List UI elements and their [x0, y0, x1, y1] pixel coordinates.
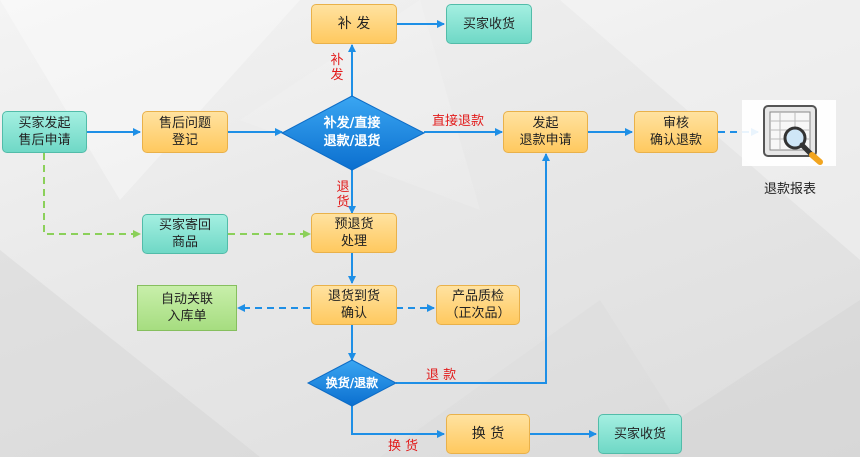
node-refund-request: 发起 退款申请: [503, 111, 588, 153]
node-buyer-return: 买家寄回 商品: [142, 214, 228, 254]
node-buyer-receive-bottom: 买家收货: [598, 414, 682, 454]
node-buyer-request: 买家发起 售后申请: [2, 111, 87, 153]
edge-request-to-buyer-return: [43, 153, 141, 238]
report-icon: [742, 100, 836, 166]
node-buyer-receive-top: 买家收货: [446, 4, 532, 44]
node-return-arrived: 退货到货 确认: [311, 285, 397, 325]
node-auto-link: 自动关联 入库单: [137, 285, 237, 331]
node-audit: 审核 确认退款: [634, 111, 718, 153]
edge-label-direct-refund: 直接退款: [432, 114, 485, 129]
edge-exchange-decision-to-exchange: [351, 405, 445, 438]
edge-label-reissue: 补 发: [330, 53, 344, 83]
edge-label-refund: 退 款: [426, 368, 457, 383]
node-quality-check: 产品质检 （正次品）: [436, 285, 520, 325]
decision-diamond-exchange: [306, 359, 398, 407]
decision-exchange-label: 换货/退款: [325, 376, 379, 390]
edge-label-exchange: 换 货: [388, 439, 419, 454]
node-reissue: 补 发: [311, 4, 397, 44]
node-pre-return: 预退货 处理: [311, 213, 397, 253]
node-register: 售后问题 登记: [142, 111, 228, 153]
decision-diamond-main: [280, 95, 426, 171]
edge-label-return: 退 货: [336, 180, 350, 210]
edge-exchange-decision-to-refund: [396, 153, 550, 384]
node-exchange: 换 货: [446, 414, 530, 454]
decision-main-label: 补发/直接 退款/退货: [323, 116, 381, 149]
refund-report-label: 退款报表: [764, 182, 817, 197]
